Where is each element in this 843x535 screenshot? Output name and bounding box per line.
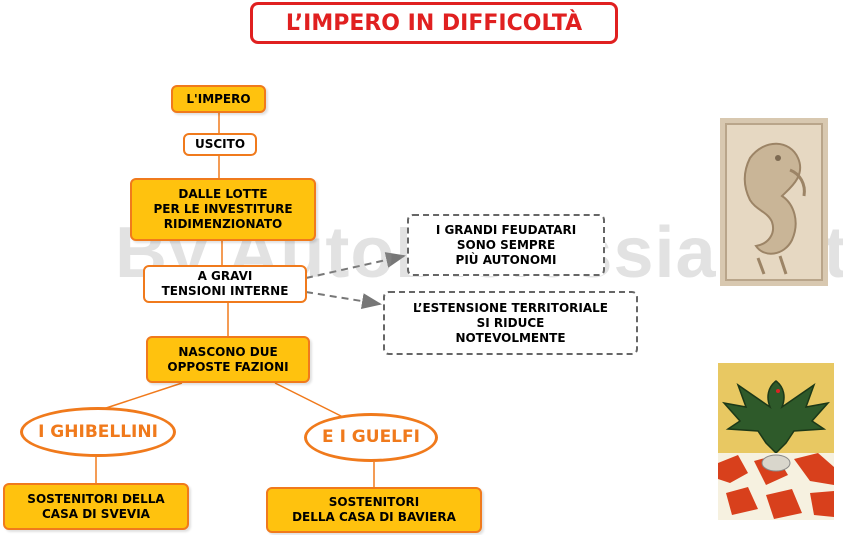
node-lotte-investiture: DALLE LOTTE PER LE INVESTITURE RIDIMENZI… [130,178,316,241]
node-tensioni-interne: A GRAVI TENSIONI INTERNE [143,265,307,303]
eagle-coat-of-arms-image [718,363,834,520]
arrow-to-feudatari [305,252,406,279]
line-fazioni-guelfi [274,382,346,419]
stone-relief-image [720,118,828,286]
node-casa-baviera: SOSTENITORI DELLA CASA DI BAVIERA [266,487,482,533]
node-estensione-territoriale: L’ESTENSIONE TERRITORIALE SI RIDUCE NOTE… [383,291,638,355]
node-guelfi: E I GUELFI [304,413,438,462]
node-uscito: USCITO [183,133,257,156]
node-grandi-feudatari: I GRANDI FEUDATARI SONO SEMPRE PIÙ AUTON… [407,214,605,276]
node-due-fazioni: NASCONO DUE OPPOSTE FAZIONI [146,336,310,383]
node-casa-svevia: SOSTENITORI DELLA CASA DI SVEVIA [3,483,189,530]
node-ghibellini: I GHIBELLINI [20,407,176,457]
page-title: L’IMPERO IN DIFFICOLTÀ [250,2,618,44]
arrow-to-estensione [305,291,382,310]
node-impero: L'IMPERO [171,85,266,113]
line-fazioni-ghibellini [99,382,183,411]
